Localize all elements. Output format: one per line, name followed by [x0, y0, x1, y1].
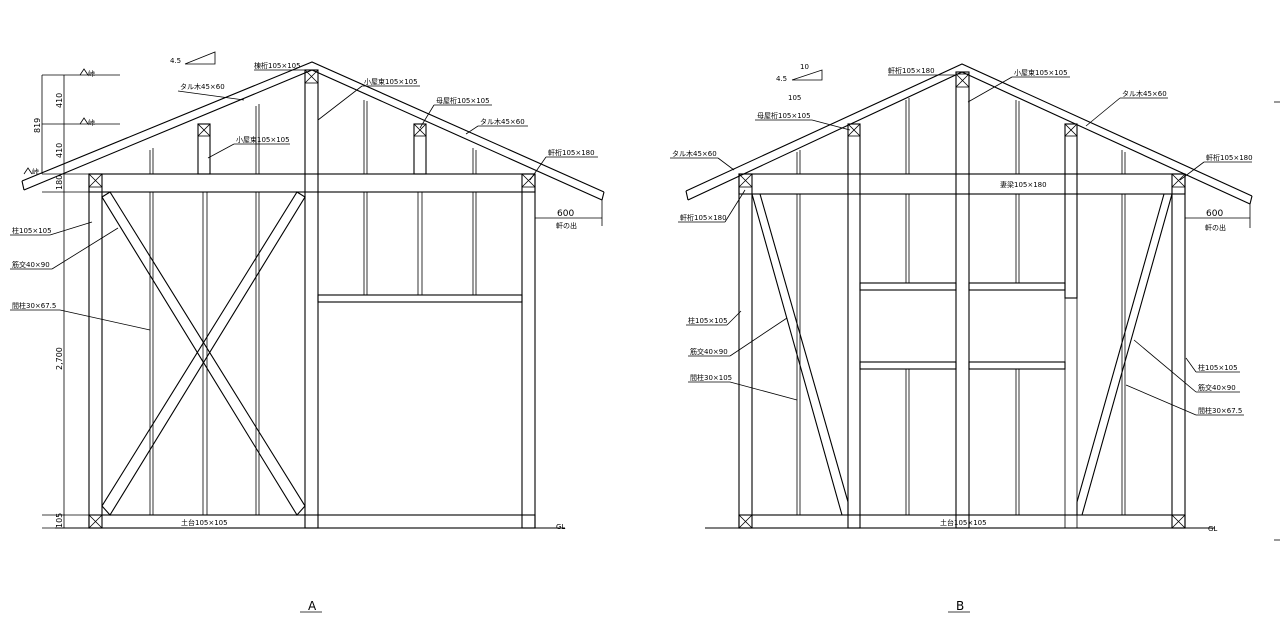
label-a-rafter-left: タル木45×60: [180, 82, 225, 91]
dim-a-410-lower: 410: [55, 143, 64, 158]
level-mark-2: 峠: [88, 118, 95, 127]
label-a-sill: 土台105×105: [181, 518, 228, 527]
label-a-eave-beam: 軒桁105×180: [548, 148, 595, 157]
slope-a-value: 4.5: [170, 57, 181, 65]
elevation-b-title: B: [956, 599, 964, 613]
label-a-ridge-beam: 棟桁105×105: [254, 61, 301, 70]
slope-b-value: 4.5: [776, 75, 787, 83]
label-b-tie-beam: 妻梁105×180: [1000, 180, 1047, 189]
dim-a-2700: 2,700: [55, 347, 64, 370]
label-b-sill: 土台105×105: [940, 518, 987, 527]
label-b-rafter-right: タル木45×60: [1122, 89, 1167, 98]
level-mark-3: 峠: [32, 167, 39, 176]
overhang-a-label: 軒の出: [556, 221, 577, 230]
label-a-rafter-right: タル木45×60: [480, 117, 525, 126]
elevation-a: 410 819 410 180 2,700 105 峠 峠 峠 4.5 GL: [10, 51, 605, 613]
label-b-eave-beam-left: 軒桁105×180: [680, 213, 727, 222]
elevation-a-title: A: [308, 599, 317, 613]
label-b-short-post: 小屋束105×105: [1014, 68, 1068, 77]
label-b-post-left: 柱105×105: [688, 316, 728, 325]
label-b-brace-left: 筋交40×90: [690, 347, 728, 356]
gl-a: GL: [556, 523, 565, 531]
label-b-eave-beam-top: 軒桁105×180: [888, 66, 935, 75]
gl-b: GL: [1208, 525, 1217, 533]
dim-a-819: 819: [33, 118, 42, 133]
label-a-short-post-left: 小屋束105×105: [236, 135, 290, 144]
dim-a-180: 180: [55, 175, 64, 190]
label-a-purlin: 母屋桁105×105: [436, 96, 490, 105]
label-a-post: 柱105×105: [12, 226, 52, 235]
label-b-eave-beam-right: 軒桁105×180: [1206, 153, 1253, 162]
slope-b-bottom: 105: [788, 94, 801, 102]
dim-a-410-upper: 410: [55, 93, 64, 108]
label-b-stud-right: 間柱30×67.5: [1198, 406, 1242, 415]
label-a-brace: 筋交40×90: [12, 260, 50, 269]
overhang-b-label: 軒の出: [1205, 223, 1226, 232]
label-b-rafter-left: タル木45×60: [672, 149, 717, 158]
elevation-b: 10 4.5 105 GL: [670, 63, 1280, 613]
dim-a-105: 105: [55, 513, 64, 528]
label-b-post-right: 柱105×105: [1198, 363, 1238, 372]
label-b-stud-left: 間柱30×105: [690, 373, 732, 382]
slope-b-top: 10: [800, 63, 809, 71]
label-a-stud: 間柱30×67.5: [12, 301, 56, 310]
overhang-a-value: 600: [557, 209, 574, 219]
level-mark-1: 峠: [88, 69, 95, 78]
label-a-short-post-top: 小屋束105×105: [364, 77, 418, 86]
overhang-b-value: 600: [1206, 209, 1223, 219]
label-b-purlin: 母屋桁105×105: [757, 111, 811, 120]
label-b-brace-right: 筋交40×90: [1198, 383, 1236, 392]
